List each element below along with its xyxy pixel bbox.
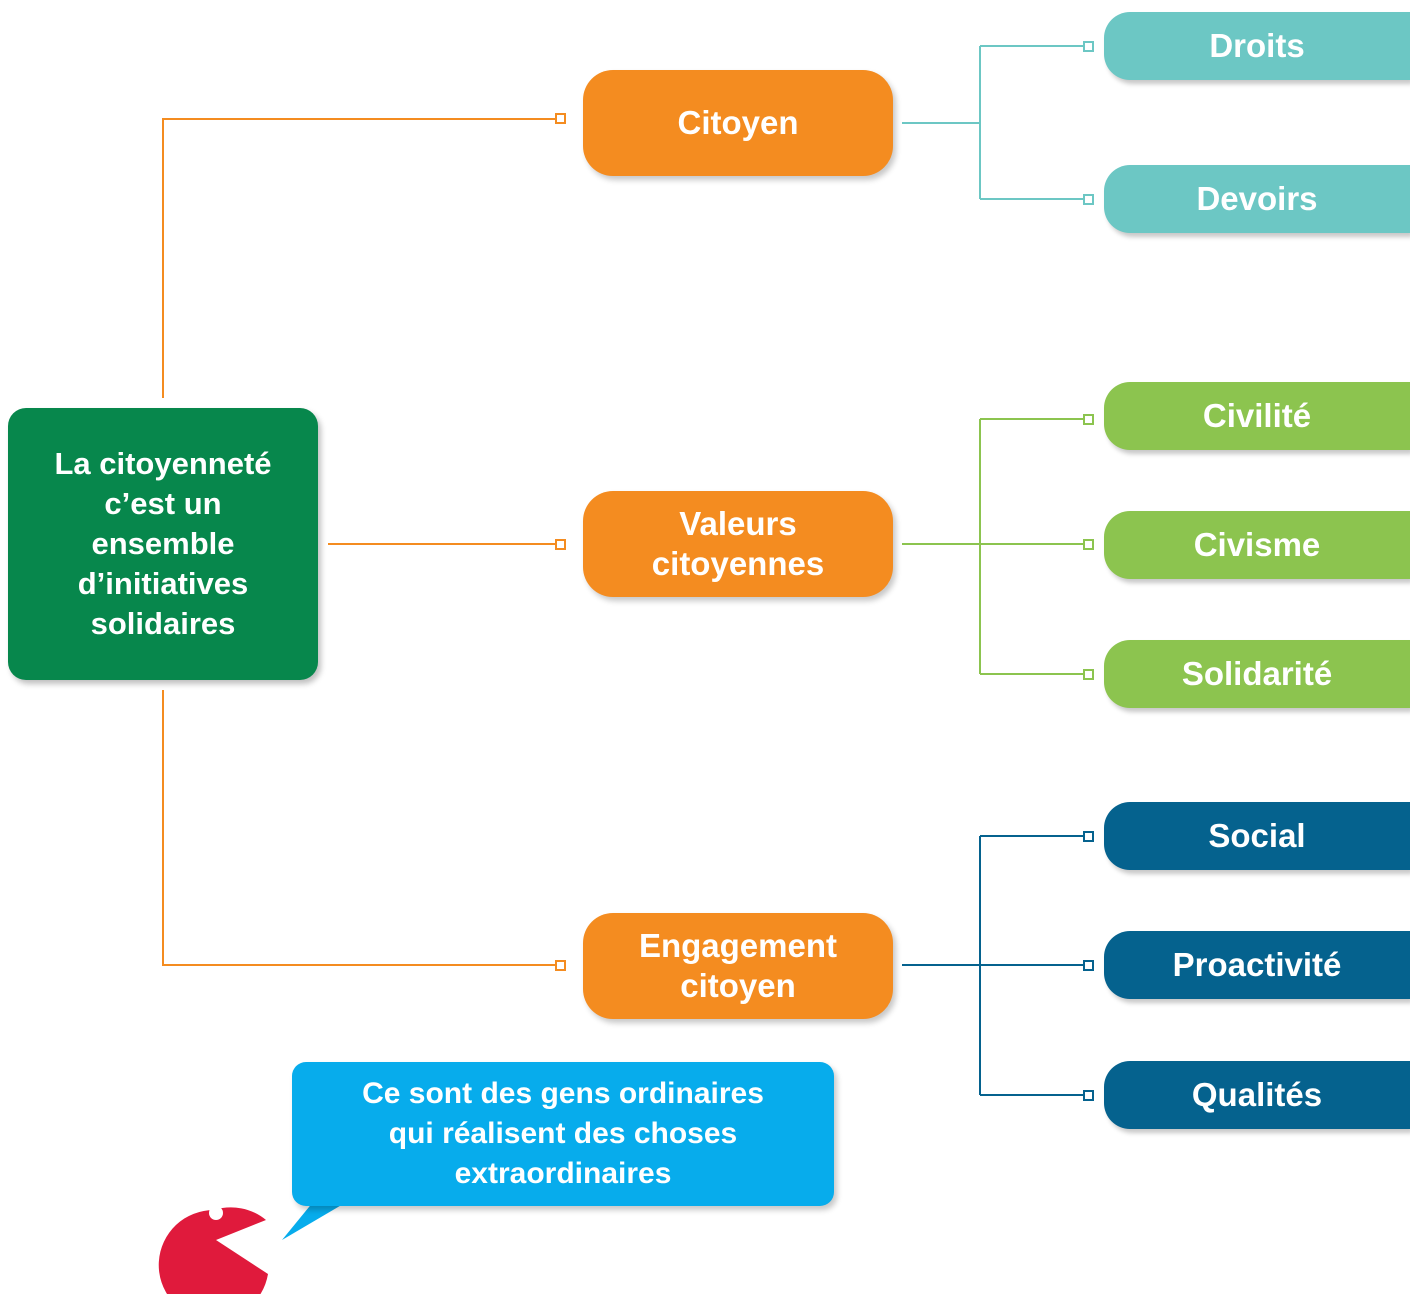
category-label: Citoyen — [677, 104, 799, 141]
category-label: Valeurs citoyennes — [651, 505, 825, 582]
category-engagement-citoyen: Engagement citoyen — [583, 913, 893, 1019]
category-valeurs-citoyennes: Valeurs citoyennes — [583, 491, 893, 597]
connector-citoyen-leaves — [902, 45, 1084, 200]
connector-end-devoirs — [1083, 194, 1094, 205]
leaf-civilite: Civilité — [1104, 382, 1410, 450]
connector-end-qualites — [1083, 1090, 1094, 1101]
leaf-label: Solidarité — [1181, 655, 1333, 692]
speech-bubble: Ce sont des gens ordinaires qui réalisen… — [292, 1062, 834, 1206]
connector-end-engagement — [555, 960, 566, 971]
leaf-label: Social — [1208, 817, 1306, 854]
leaf-qualites: Qualités — [1104, 1061, 1410, 1129]
connector-end-solidarite — [1083, 669, 1094, 680]
connector-root-citoyen — [162, 118, 556, 398]
category-citoyen: Citoyen — [583, 70, 893, 176]
speech-bubble-tail — [282, 1196, 350, 1240]
leaf-devoirs: Devoirs — [1104, 165, 1410, 233]
category-label: Engagement citoyen — [638, 927, 838, 1004]
pacman-mascot-icon — [158, 1206, 268, 1294]
connector-root-engagement — [162, 690, 556, 966]
leaf-label: Qualités — [1191, 1076, 1323, 1113]
leaf-label: Civilité — [1202, 397, 1312, 434]
speech-bubble-text: Ce sont des gens ordinaires qui réalisen… — [362, 1077, 764, 1190]
connector-engagement-leaves — [902, 835, 1084, 1096]
connector-valeurs-leaves — [902, 418, 1084, 675]
leaf-label: Devoirs — [1196, 180, 1318, 217]
connector-end-social — [1083, 831, 1094, 842]
connector-end-civilite — [1083, 414, 1094, 425]
leaf-label: Proactivité — [1172, 946, 1342, 983]
leaf-civisme: Civisme — [1104, 511, 1410, 579]
leaf-solidarite: Solidarité — [1104, 640, 1410, 708]
connector-end-valeurs — [555, 539, 566, 550]
connector-end-civisme — [1083, 539, 1094, 550]
root-node: La citoyenneté c’est un ensemble d’initi… — [8, 408, 318, 680]
leaf-social: Social — [1104, 802, 1410, 870]
connector-end-citoyen — [555, 113, 566, 124]
leaf-droits: Droits — [1104, 12, 1410, 80]
connector-end-proactivite — [1083, 960, 1094, 971]
leaf-proactivite: Proactivité — [1104, 931, 1410, 999]
root-label: La citoyenneté c’est un ensemble d’initi… — [54, 446, 272, 641]
leaf-label: Droits — [1209, 27, 1305, 64]
connector-end-droits — [1083, 41, 1094, 52]
leaf-label: Civisme — [1193, 526, 1321, 563]
